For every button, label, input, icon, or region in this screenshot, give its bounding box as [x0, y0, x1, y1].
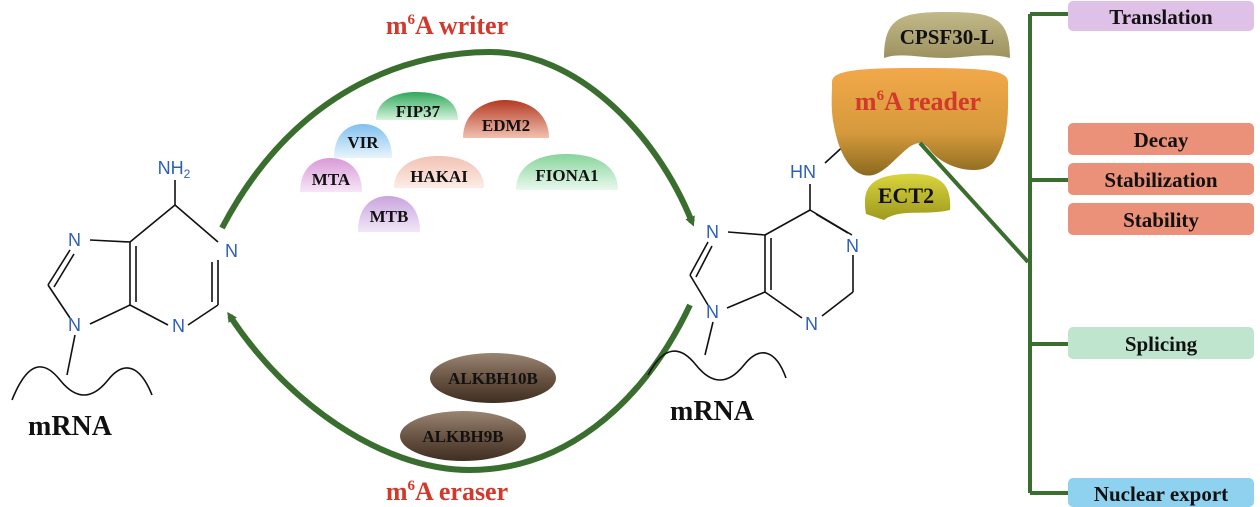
- adenine-left: [11, 180, 219, 401]
- outcome-decay: Decay: [1068, 123, 1254, 155]
- outcome-stability-label: Stability: [1123, 208, 1199, 232]
- outcome-nuclear-export: Nuclear export: [1068, 478, 1254, 507]
- writer-vir: VIR: [334, 124, 392, 158]
- outcome-translation: Translation: [1068, 1, 1254, 31]
- outcome-splicing: Splicing: [1068, 327, 1254, 359]
- writer-fiona1: FIONA1: [516, 154, 618, 190]
- eraser-title: m6A eraser: [386, 477, 508, 506]
- writer-fiona1-label: FIONA1: [535, 166, 598, 185]
- writer-mta-label: MTA: [312, 170, 351, 189]
- left-n7: N: [68, 230, 81, 250]
- writer-mta: MTA: [300, 158, 362, 192]
- left-n3: N: [172, 316, 185, 336]
- eraser-alkbh10b-label: ALKBH10B: [448, 369, 538, 388]
- writer-mtb-label: MTB: [370, 207, 409, 226]
- right-n3: N: [805, 314, 818, 334]
- outcome-translation-label: Translation: [1109, 5, 1213, 29]
- writer-edm2: EDM2: [463, 100, 549, 138]
- reader-m6a-label: m6A reader: [855, 87, 981, 116]
- reader-ect2-label: ECT2: [878, 183, 934, 208]
- writer-vir-label: VIR: [347, 133, 379, 152]
- eraser-alkbh9b-label: ALKBH9B: [422, 427, 503, 446]
- writer-title: m6A writer: [386, 11, 508, 40]
- outcome-stabilization-label: Stabilization: [1104, 168, 1218, 192]
- outcome-stabilization: Stabilization: [1068, 163, 1254, 195]
- writer-mtb: MTB: [358, 196, 420, 232]
- right-n7: N: [706, 222, 719, 242]
- outcome-stability: Stability: [1068, 203, 1254, 235]
- writer-hakai: HAKAI: [394, 156, 484, 188]
- reader-cpsf30-label: CPSF30-L: [900, 25, 995, 49]
- writer-fip37-label: FIP37: [396, 102, 441, 121]
- outcome-decay-label: Decay: [1134, 128, 1189, 152]
- right-hn: HN: [790, 162, 816, 182]
- outcome-nuclear-export-label: Nuclear export: [1094, 482, 1228, 506]
- left-n9: N: [68, 315, 81, 335]
- right-n1: N: [846, 236, 859, 256]
- mrna-left-label: mRNA: [28, 411, 113, 442]
- writer-hakai-label: HAKAI: [410, 167, 468, 186]
- adenine-right: [647, 141, 854, 381]
- left-n1: N: [225, 241, 238, 261]
- mrna-right-label: mRNA: [670, 396, 755, 427]
- eraser-alkbh9b: ALKBH9B: [400, 411, 526, 461]
- eraser-alkbh10b: ALKBH10B: [430, 353, 556, 403]
- writer-fip37: FIP37: [376, 92, 458, 121]
- reader-ect2: ECT2: [864, 173, 951, 220]
- eraser-arrow: [227, 303, 693, 474]
- outcome-branches: [918, 12, 1068, 495]
- reader-m6a: m6A reader: [831, 68, 1009, 176]
- reader-cpsf30: CPSF30-L: [884, 12, 1010, 58]
- left-nh2: NH2: [158, 158, 191, 181]
- writer-arrow: [219, 48, 695, 230]
- outcome-splicing-label: Splicing: [1125, 332, 1198, 356]
- writer-edm2-label: EDM2: [482, 116, 530, 135]
- right-n9: N: [706, 302, 719, 322]
